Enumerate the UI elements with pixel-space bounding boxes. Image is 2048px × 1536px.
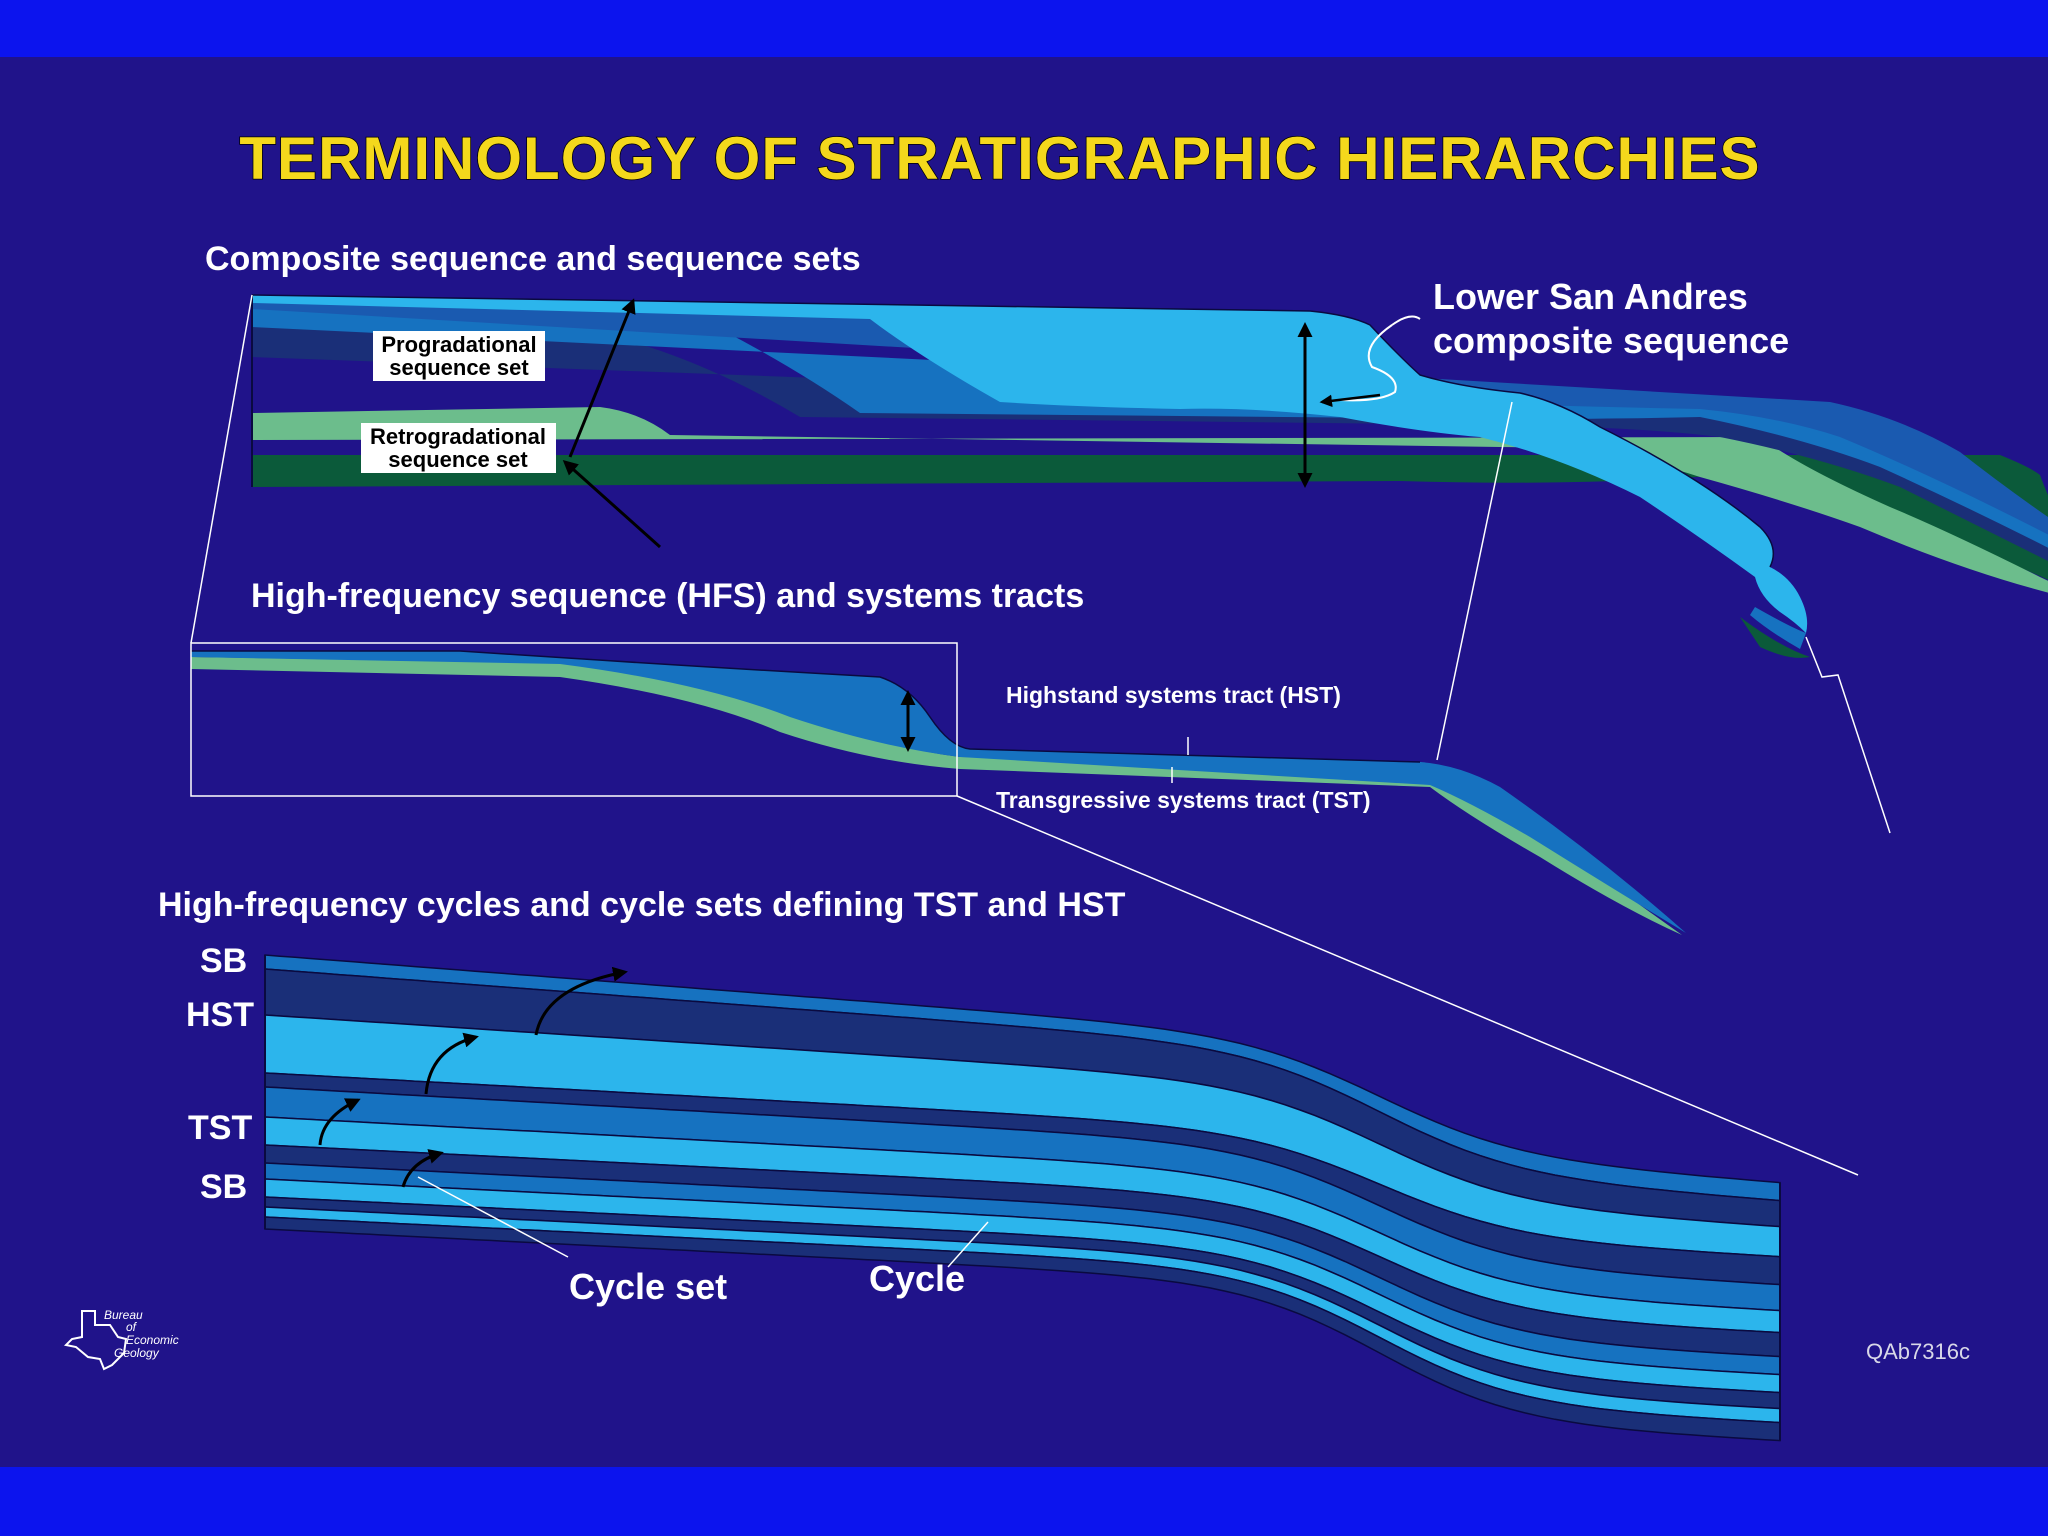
retrogradational-label-1: Retrogradational [370, 424, 546, 449]
bottom-band [0, 1467, 2048, 1536]
hst-label: Highstand systems tract (HST) [1006, 682, 1341, 708]
cycle-panel-edges [264, 955, 1781, 1441]
figure-code: QAb7316c [1866, 1339, 1970, 1364]
progradational-box [373, 331, 545, 381]
retrogradational-box [361, 423, 556, 473]
beg-logo: Bureau of Economic Geology [63, 1308, 179, 1371]
logo-text-1: Bureau [104, 1308, 143, 1322]
cycle-set-label: Cycle set [569, 1266, 727, 1307]
cycles-cross-section [264, 954, 1781, 1442]
side-label-sb-bottom: SB [200, 1168, 247, 1206]
composite-label-1: Lower San Andres [1433, 276, 1748, 317]
hfs-cross-section [190, 642, 1686, 935]
cycle-label: Cycle [869, 1258, 965, 1299]
side-label-tst: TST [188, 1109, 252, 1147]
composite-label-2: composite sequence [1433, 320, 1789, 361]
retrogradational-label-2: sequence set [388, 447, 528, 472]
cycles-heading: High-frequency cycles and cycle sets def… [158, 886, 1126, 924]
top-band [0, 0, 2048, 57]
progradational-label-2: sequence set [389, 355, 529, 380]
side-label-hst: HST [186, 996, 254, 1034]
page-title: TERMINOLOGY OF STRATIGRAPHIC HIERARCHIES [239, 125, 1760, 192]
cycle-arrows [318, 966, 989, 1268]
logo-text-4: Geology [114, 1346, 160, 1360]
stratigraphy-diagram: TERMINOLOGY OF STRATIGRAPHIC HIERARCHIES… [63, 124, 2048, 1442]
slide: TERMINOLOGY OF STRATIGRAPHIC HIERARCHIES… [0, 57, 2048, 1467]
tst-label: Transgressive systems tract (TST) [996, 787, 1371, 813]
logo-text-3: Economic [126, 1333, 179, 1347]
hfs-heading: High-frequency sequence (HFS) and system… [251, 577, 1084, 615]
progradational-label-1: Progradational [381, 332, 536, 357]
logo-text-2: of [126, 1320, 138, 1334]
composite-heading: Composite sequence and sequence sets [205, 240, 861, 278]
side-label-sb-top: SB [200, 942, 247, 980]
